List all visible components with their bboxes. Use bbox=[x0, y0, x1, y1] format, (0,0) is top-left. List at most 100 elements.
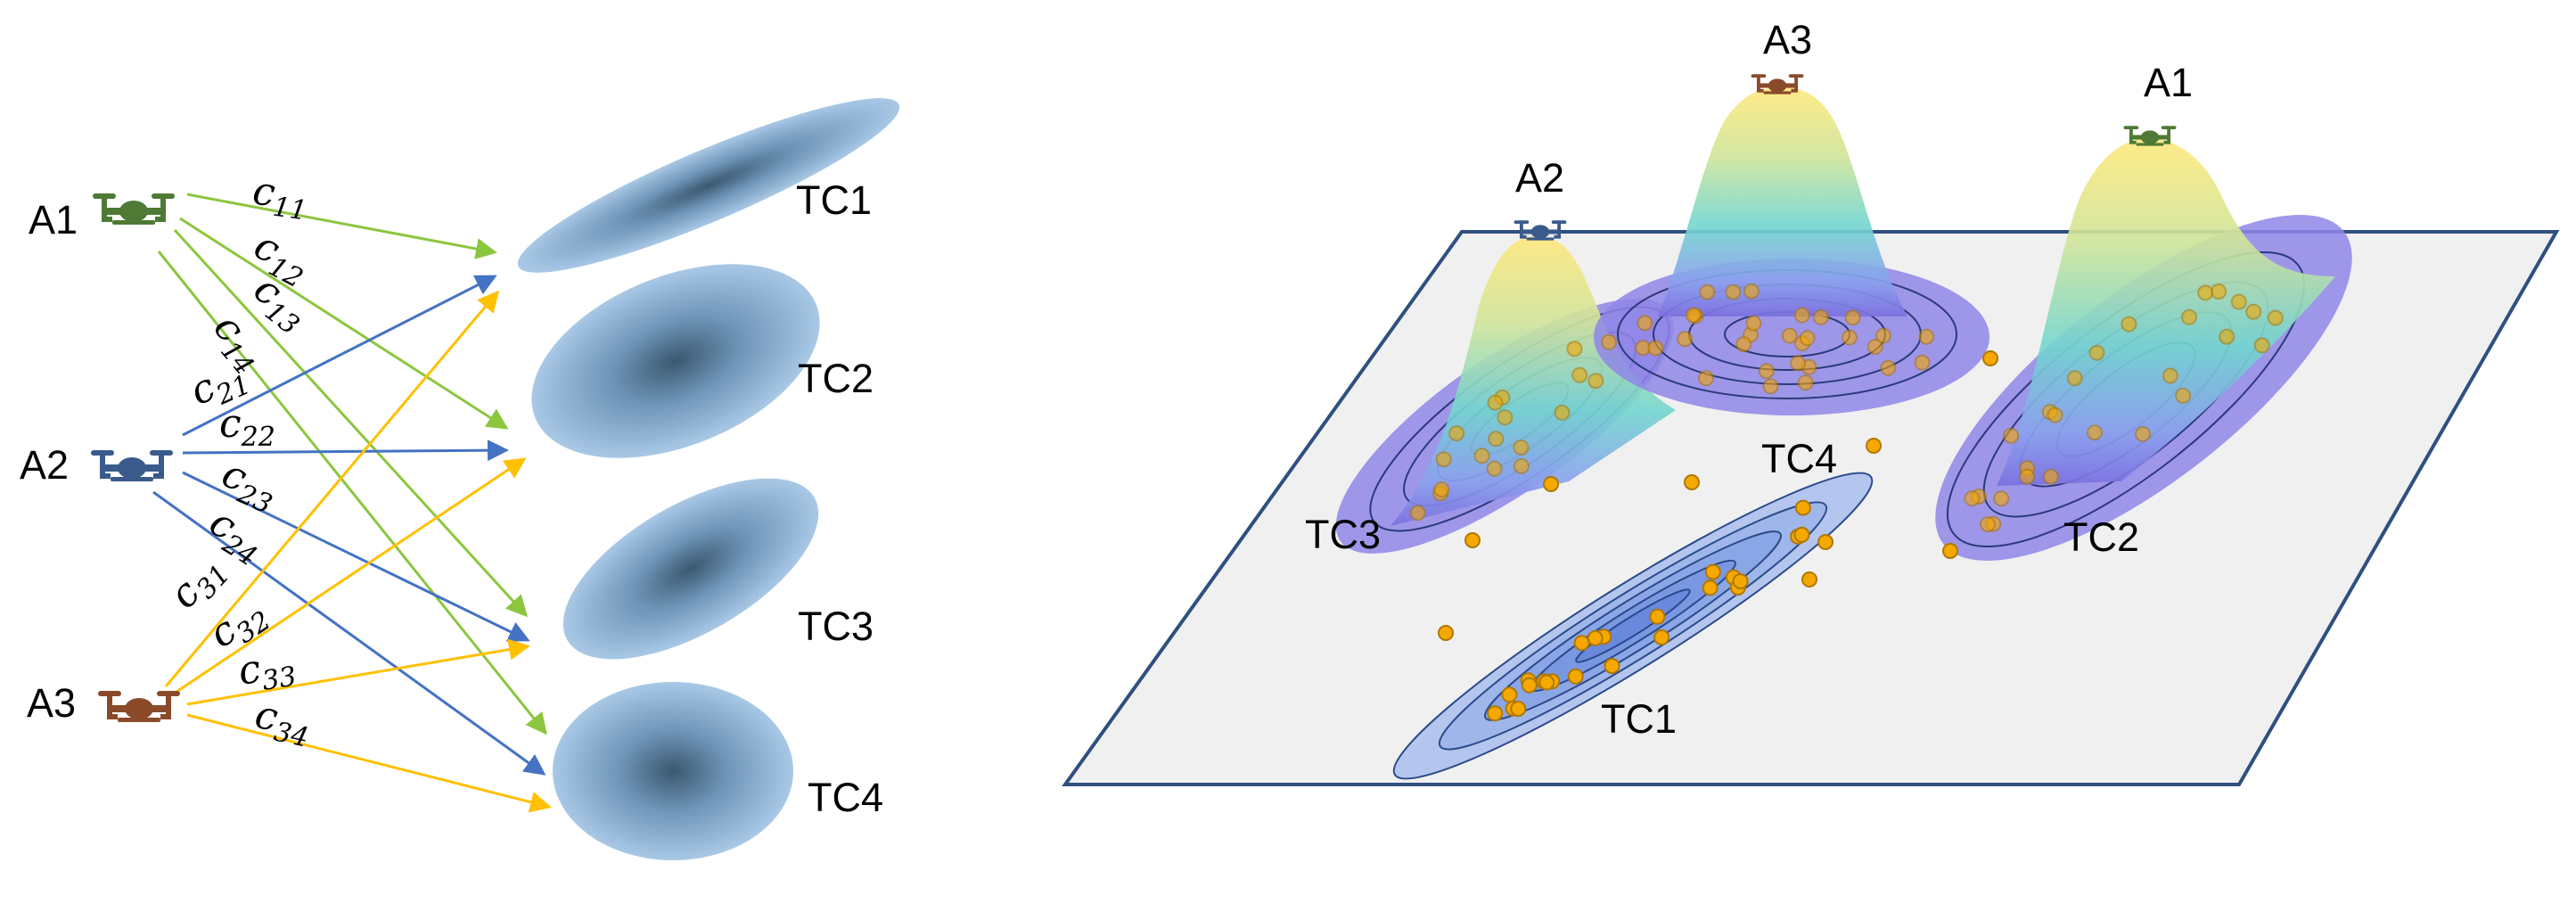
cluster-label-tc3: TC3 bbox=[1305, 512, 1381, 557]
peak-label-a2: A2 bbox=[1515, 155, 1564, 201]
cluster-tc1-point bbox=[1538, 674, 1555, 691]
cluster-tc3-point bbox=[1566, 341, 1583, 357]
cluster-tc2-point bbox=[2245, 303, 2262, 320]
cluster-tc2-point bbox=[2087, 424, 2103, 441]
cluster-tc2-point bbox=[2267, 309, 2284, 326]
peak-label-a1: A1 bbox=[2144, 60, 2193, 105]
cluster-tc3-point bbox=[1513, 439, 1530, 456]
cluster-tc3-point bbox=[1486, 460, 1503, 477]
cluster-tc4-point bbox=[1799, 330, 1816, 347]
arrow-a2-tc3 bbox=[182, 471, 530, 642]
outlier-point bbox=[1866, 438, 1882, 454]
arrow-a1-tc2 bbox=[179, 217, 509, 430]
cluster-points bbox=[1409, 283, 2284, 722]
cluster-tc2-point bbox=[2042, 468, 2059, 485]
target-tc4-blob bbox=[553, 682, 793, 860]
cluster-tc3-point bbox=[1487, 394, 1504, 411]
cluster-tc4-point bbox=[1725, 283, 1742, 300]
cluster-tc4-point bbox=[1875, 327, 1891, 344]
agent-label-a1: A1 bbox=[29, 197, 78, 242]
target-label-tc1: TC1 bbox=[796, 177, 872, 223]
cluster-tc1-point bbox=[1793, 526, 1810, 543]
target-tc2-blob bbox=[531, 264, 820, 458]
cluster-tc4-point bbox=[1866, 339, 1883, 355]
cluster-tc3-point bbox=[1571, 366, 1588, 383]
cluster-tc4-point bbox=[1735, 336, 1752, 353]
drone-a2-peak-icon bbox=[1514, 220, 1567, 241]
cluster-tc4-point bbox=[1880, 359, 1897, 376]
cluster-tc4-point bbox=[1685, 307, 1702, 324]
cluster-tc2-point bbox=[2162, 367, 2178, 384]
outlier-point bbox=[1801, 571, 1817, 587]
cluster-tc1-point bbox=[1794, 499, 1811, 516]
cost-label-c22: c22 bbox=[219, 401, 275, 453]
drone-a3-icon bbox=[98, 691, 180, 722]
cluster-tc2-point bbox=[2047, 407, 2063, 423]
cluster-tc2-point bbox=[2197, 284, 2214, 301]
cluster-tc1-point bbox=[1653, 629, 1670, 645]
cluster-tc4-point bbox=[1699, 283, 1716, 300]
cluster-tc2-point bbox=[2211, 283, 2227, 300]
outlier-point bbox=[1464, 532, 1481, 548]
arrow-a1-tc3 bbox=[173, 228, 529, 618]
outlier-point bbox=[1982, 350, 1998, 366]
cluster-tc2-point bbox=[2253, 337, 2270, 354]
arrow-a1-tc1 bbox=[186, 193, 497, 259]
cluster-tc1-point bbox=[1587, 629, 1604, 646]
arrow-a2-tc1 bbox=[182, 275, 497, 437]
cluster-tc4-point bbox=[1918, 328, 1935, 345]
cluster-tc2-point bbox=[2181, 308, 2197, 325]
cluster-tc1-point bbox=[1521, 677, 1538, 694]
cluster-tc3-point bbox=[1497, 409, 1514, 426]
target-tc3-blob bbox=[562, 478, 819, 660]
cluster-tc3-point bbox=[1513, 457, 1530, 474]
cluster-tc2-point bbox=[1993, 490, 2010, 507]
cost-label-c34: c34 bbox=[250, 692, 316, 754]
outlier-point bbox=[1438, 625, 1454, 641]
cluster-tc1-point bbox=[1732, 573, 1749, 590]
drone-a3-peak-icon bbox=[1751, 74, 1804, 94]
cluster-tc2-point bbox=[2019, 468, 2036, 485]
cluster-label-tc1: TC1 bbox=[1601, 696, 1677, 742]
cluster-tc1-point bbox=[1604, 658, 1620, 675]
peak-a1-surface bbox=[1997, 138, 2335, 486]
outlier-point bbox=[1817, 534, 1834, 550]
cluster-tc4-point bbox=[1790, 355, 1807, 372]
target-label-tc3: TC3 bbox=[798, 604, 874, 649]
cluster-tc1-point bbox=[1573, 635, 1590, 652]
drone-a2-icon bbox=[91, 450, 173, 481]
cluster-label-tc4: TC4 bbox=[1761, 436, 1837, 481]
target-label-tc4: TC4 bbox=[808, 775, 883, 820]
cluster-tc2-point bbox=[2003, 427, 2020, 444]
cluster-tc4-point bbox=[1647, 340, 1664, 357]
cluster-tc4-point bbox=[1781, 327, 1798, 344]
cluster-tc3-point bbox=[1448, 425, 1465, 442]
cluster-tc4-point bbox=[1813, 308, 1829, 325]
cluster-tc3-point bbox=[1587, 373, 1604, 390]
cluster-tc2-point bbox=[2088, 344, 2105, 361]
cluster-tc3-point bbox=[1488, 431, 1505, 448]
cluster-tc4-point bbox=[1758, 363, 1775, 380]
drone-a1-icon bbox=[93, 193, 175, 225]
cluster-tc4-point bbox=[1762, 378, 1779, 395]
cluster-tc4-point bbox=[1844, 309, 1861, 326]
target-tc1-blob bbox=[517, 98, 900, 273]
arrow-a1-tc4 bbox=[157, 251, 547, 735]
assignment-graph: A1 A2 A3 TC1 TC2 TC3 TC4 c11 c12 c13 c14… bbox=[20, 98, 900, 860]
cluster-tc1-point bbox=[1567, 668, 1584, 685]
cluster-tc4-point bbox=[1841, 329, 1858, 346]
agent-label-a2: A2 bbox=[20, 442, 69, 488]
drone-a1-peak-icon bbox=[2123, 126, 2177, 146]
cost-label-c33: c33 bbox=[235, 641, 299, 701]
cluster-tc3-point bbox=[1433, 481, 1450, 497]
cluster-tc2-point bbox=[2135, 426, 2151, 442]
arrow-a3-tc1 bbox=[164, 290, 499, 687]
peak-a3-surface bbox=[1658, 87, 1907, 316]
cluster-tc1-point bbox=[1704, 563, 1721, 580]
arrow-a3-tc4 bbox=[186, 713, 552, 813]
cluster-tc1-point bbox=[1487, 705, 1504, 722]
cluster-tc2-point bbox=[2230, 293, 2247, 310]
cluster-tc4-point bbox=[1743, 283, 1760, 300]
cluster-tc3-point bbox=[1554, 404, 1571, 421]
